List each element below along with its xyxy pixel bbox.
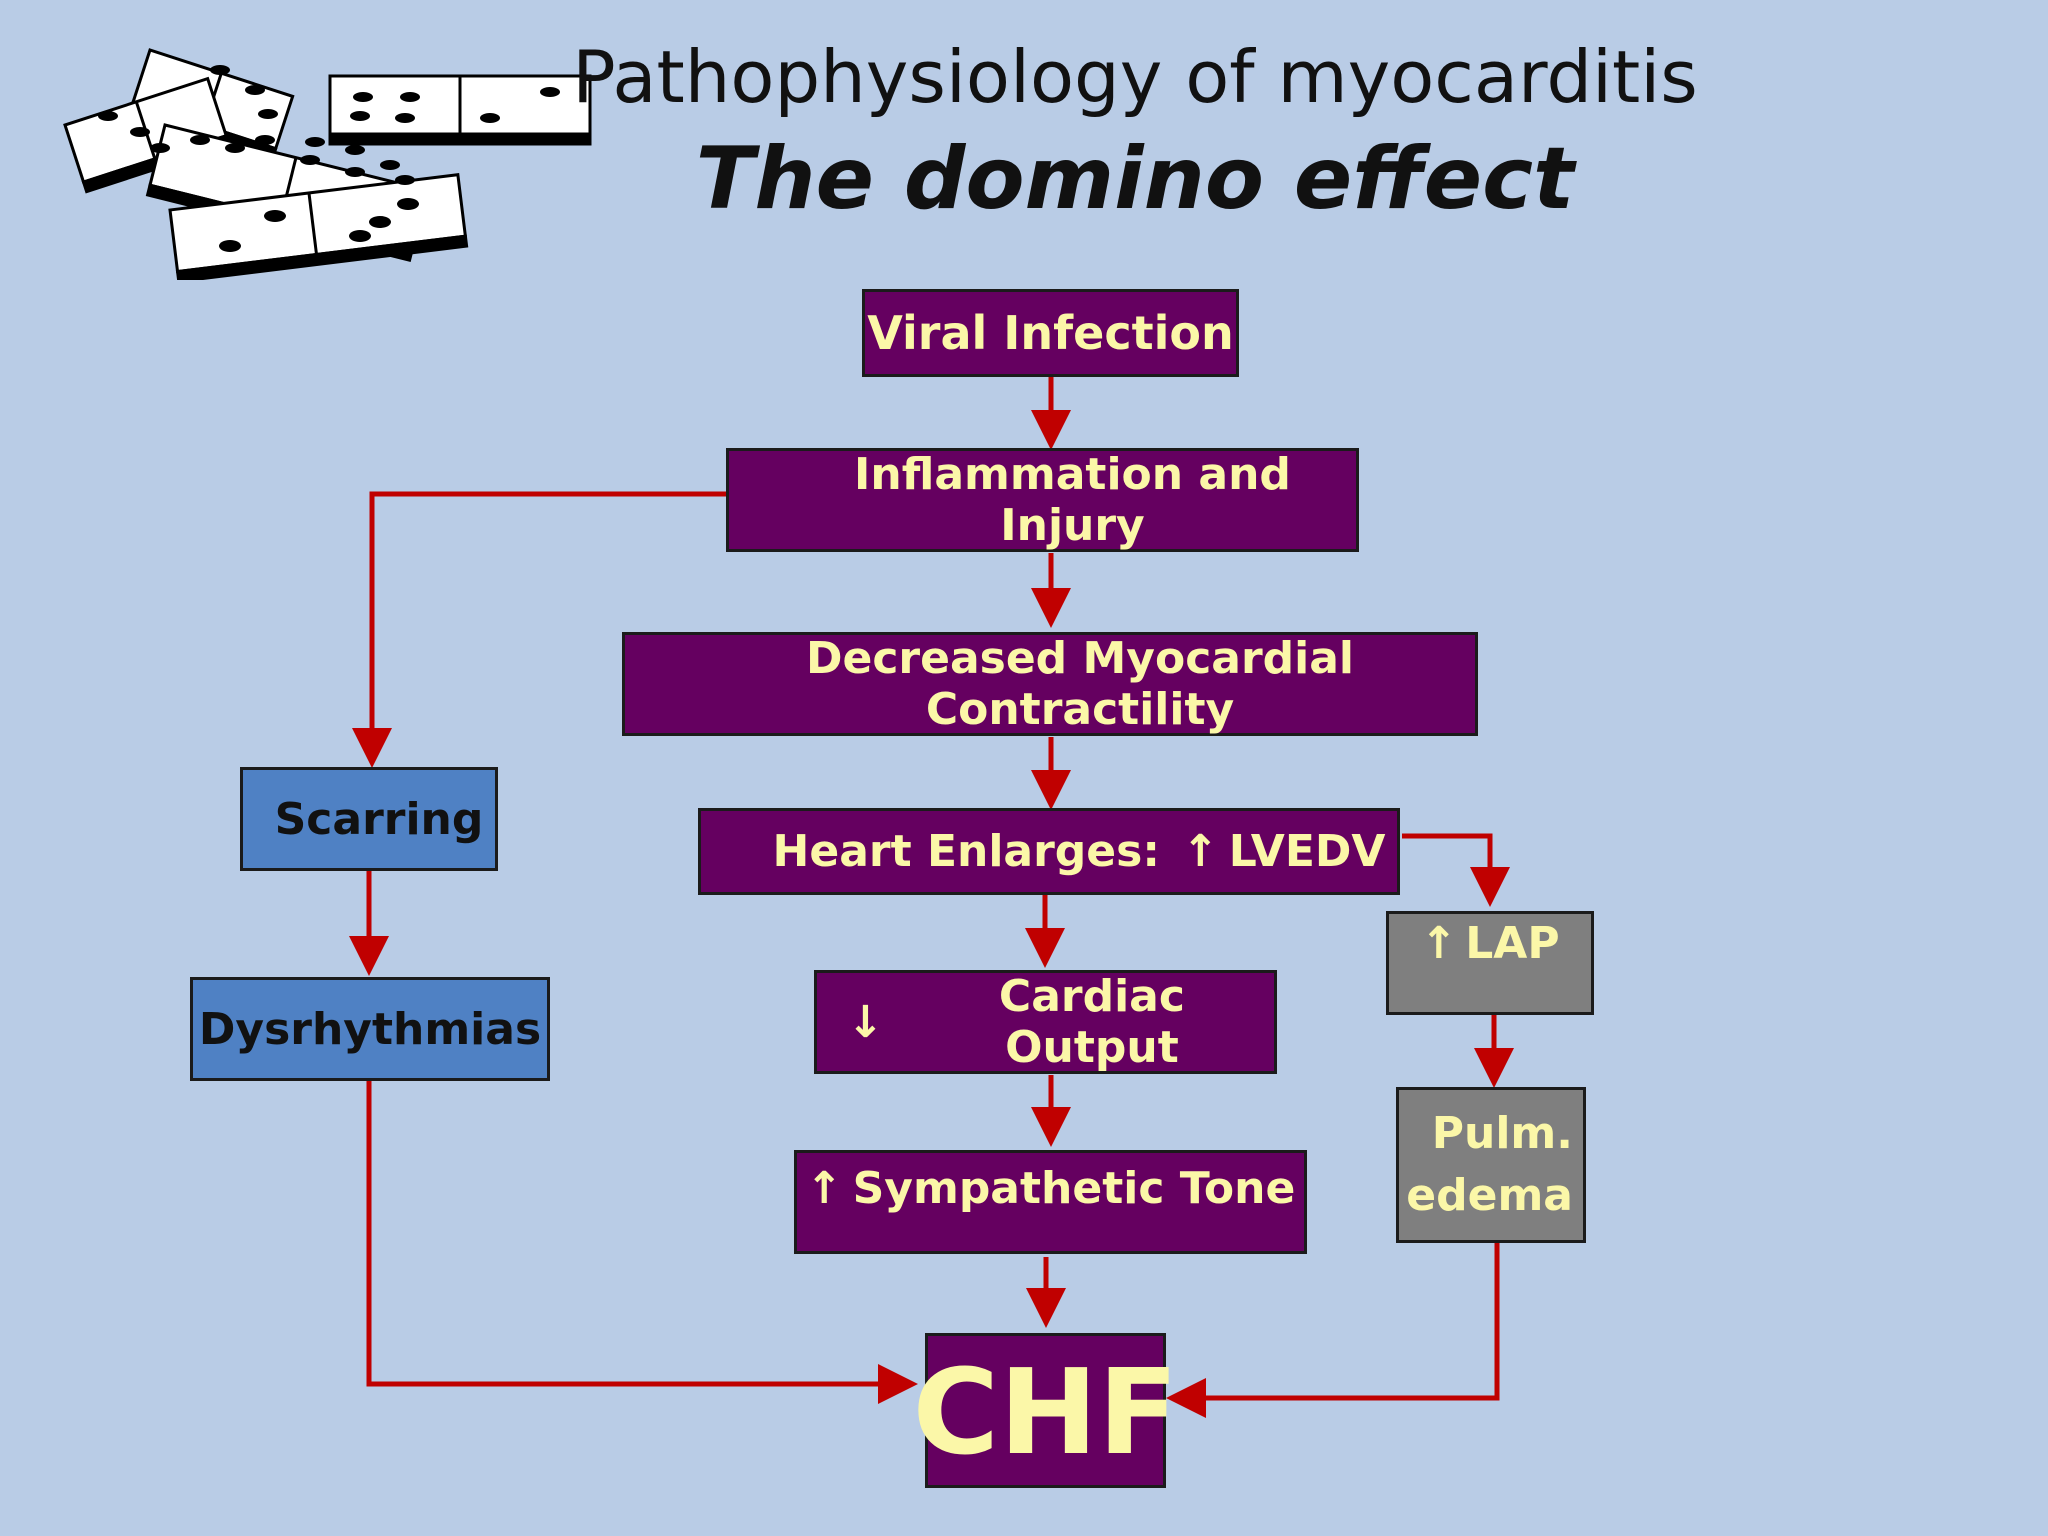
- down-arrow-icon: ↓: [847, 996, 884, 1048]
- node-pulm-edema-line1: Pulm.: [1431, 1108, 1573, 1160]
- arrow-pulm-edema-to-chf: [1166, 1243, 1500, 1418]
- node-scarring-label: Scarring: [274, 793, 484, 845]
- up-arrow-icon: ↑: [1181, 826, 1219, 877]
- node-heart-enlarges-label: Heart Enlarges:: [772, 826, 1160, 877]
- node-chf-label: CHF: [912, 1343, 1179, 1481]
- up-arrow-icon: ↑: [1420, 918, 1458, 969]
- node-pulm-edema: Pulm. edema: [1396, 1087, 1586, 1243]
- node-heart-enlarges: Heart Enlarges: ↑ LVEDV: [698, 808, 1400, 895]
- node-cardiac-output: ↓ Cardiac Output: [814, 970, 1277, 1074]
- dominoes-icon: [63, 48, 592, 280]
- node-chf: CHF: [913, 1333, 1178, 1488]
- node-viral-infection-label: Viral Infection: [867, 306, 1234, 360]
- node-inflammation-label: Inflammation and Injury: [854, 449, 1291, 551]
- node-pulm-edema-line2: edema: [1406, 1170, 1573, 1221]
- node-inflammation: Inflammation and Injury: [726, 448, 1359, 552]
- node-lap-label: LAP: [1465, 918, 1560, 969]
- node-cardiac-output-label: Cardiac Output: [998, 971, 1185, 1073]
- node-scarring: Scarring: [240, 767, 498, 871]
- node-sympathetic-tone-label: Sympathetic Tone: [852, 1163, 1296, 1214]
- node-lap: ↑ LAP: [1386, 911, 1594, 1015]
- node-sympathetic-tone: ↑ Sympathetic Tone: [794, 1150, 1307, 1254]
- node-viral-infection: Viral Infection: [862, 289, 1239, 377]
- node-lvedv-label: LVEDV: [1228, 826, 1386, 877]
- slide-title: Pathophysiology of myocarditis: [572, 35, 1698, 119]
- node-contractility: Decreased Myocardial Contractility: [622, 632, 1478, 736]
- arrow-dysrhythmias-to-chf: [366, 1081, 918, 1404]
- node-dysrhythmias: Dysrhythmias: [190, 977, 550, 1081]
- node-contractility-label: Decreased Myocardial Contractility: [805, 633, 1355, 735]
- up-arrow-icon: ↑: [805, 1163, 843, 1214]
- arrow-heart-to-lap: [1402, 833, 1510, 907]
- arrow-inflammation-to-scarring: [352, 491, 726, 768]
- node-dysrhythmias-label: Dysrhythmias: [198, 1003, 542, 1055]
- slide-subtitle: The domino effect: [695, 129, 1575, 229]
